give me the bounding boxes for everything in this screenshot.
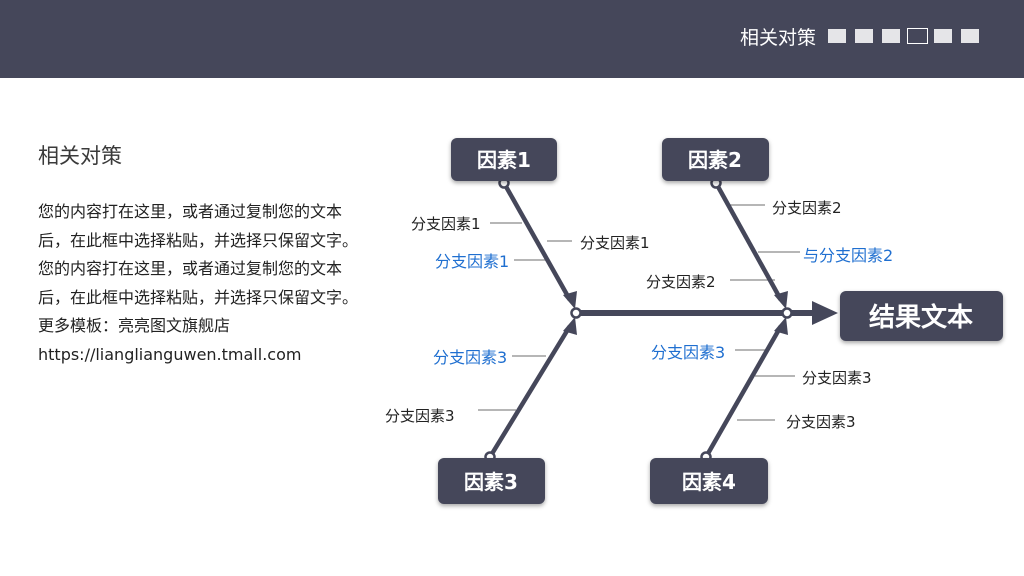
branch-label: 分支因素2 [772, 199, 842, 217]
branch-label: 分支因素3 [651, 343, 725, 362]
factor-box-3[interactable]: 因素3 [438, 458, 545, 504]
branch-label: 分支因素3 [786, 413, 856, 431]
bones [488, 181, 783, 459]
branch-label: 与分支因素2 [803, 246, 893, 265]
intro-title: 相关对策 [38, 144, 122, 168]
joint-circles [484, 177, 793, 463]
intro-body: 您的内容打在这里，或者通过复制您的文本后，在此框中选择粘贴，并选择只保留文字。您… [38, 198, 368, 369]
branch-label: 分支因素3 [802, 369, 872, 387]
result-box[interactable]: 结果文本 [840, 291, 1003, 341]
factor-label-1: 因素1 [477, 148, 531, 172]
factor-box-2[interactable]: 因素2 [662, 138, 769, 181]
factor-label-4: 因素4 [682, 470, 736, 494]
branch-label: 分支因素2 [646, 273, 716, 291]
indicator-square-6[interactable] [961, 29, 979, 43]
factor-label-2: 因素2 [688, 148, 742, 172]
factor-box-1[interactable]: 因素1 [451, 138, 557, 181]
header-title: 相关对策 [739, 27, 816, 49]
bone-arrowheads [563, 291, 788, 335]
intro-body-text: 您的内容打在这里，或者通过复制您的文本后，在此框中选择粘贴，并选择只保留文字。您… [38, 202, 359, 335]
branch-label: 分支因素3 [385, 407, 455, 425]
branch-label: 分支因素1 [435, 252, 509, 271]
branch-leaders [478, 204, 800, 421]
indicator-square-1[interactable] [828, 29, 846, 43]
indicator-square-4-active[interactable] [907, 28, 928, 44]
factor-label-3: 因素3 [464, 470, 518, 494]
header-bar: 相关对策 [0, 0, 1024, 78]
branch-labels: 分支因素1 分支因素1 分支因素1 分支因素2 与分支因素2 分支因素2 分支因… [385, 199, 893, 431]
branch-label: 分支因素1 [580, 234, 650, 252]
indicator-square-2[interactable] [855, 29, 873, 43]
indicator-square-3[interactable] [882, 29, 900, 43]
indicator-square-5[interactable] [934, 29, 952, 43]
spine [576, 301, 838, 325]
intro-url[interactable]: https://lianglianguwen.tmall.com [38, 344, 302, 364]
result-label: 结果文本 [869, 302, 973, 333]
branch-label: 分支因素1 [411, 215, 481, 233]
branch-label: 分支因素3 [433, 348, 507, 367]
factor-box-4[interactable]: 因素4 [650, 458, 768, 504]
